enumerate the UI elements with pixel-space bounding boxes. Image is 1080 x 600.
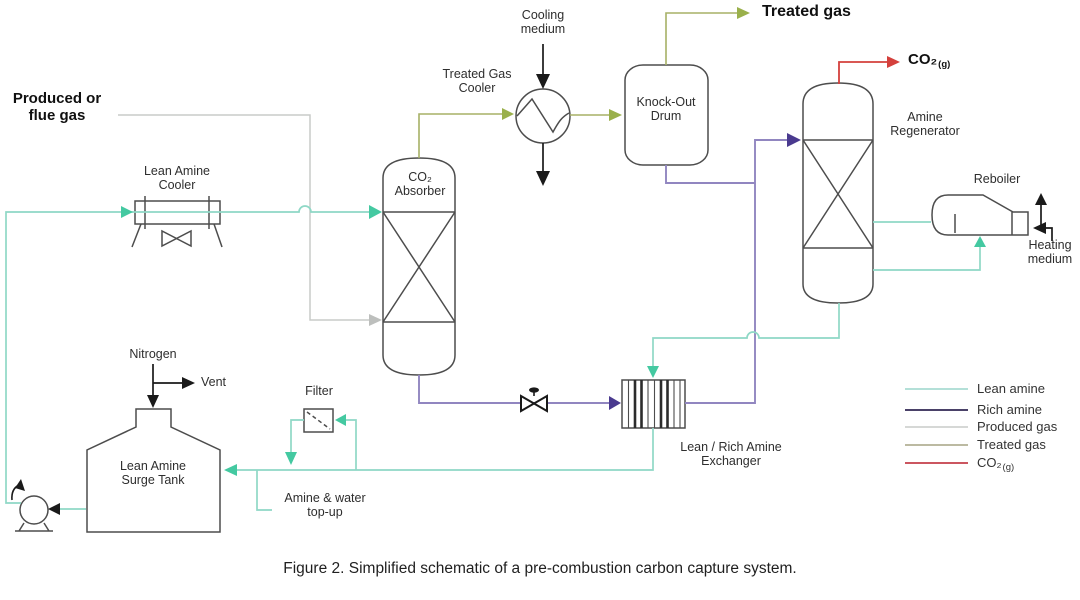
nitrogen-label: Nitrogen xyxy=(129,347,177,361)
nitrogen-arrow xyxy=(147,395,159,408)
top-up-stub-line xyxy=(256,470,272,511)
rich-amine-arrow-into-exchanger xyxy=(609,396,621,410)
co2-product-arrow xyxy=(887,56,900,68)
lean-rich-exchanger-symbol xyxy=(621,379,686,429)
legend-label-co2: CO₂(g) xyxy=(977,455,1015,473)
heating-medium-in-line xyxy=(1046,227,1053,241)
filter-inlet-line xyxy=(346,419,357,470)
lean-amine-arrow-into-absorber xyxy=(369,205,382,219)
heating-medium-out-arrow xyxy=(1035,193,1047,205)
heating-medium-in-arrow xyxy=(1033,222,1046,234)
legend-label-lean-amine: Lean amine xyxy=(977,381,1045,396)
filter-inlet-arrow xyxy=(335,414,346,426)
filter-symbol xyxy=(303,408,334,433)
vent-arrow xyxy=(182,377,195,389)
produced-gas-arrow-into-absorber xyxy=(369,314,382,326)
treated-gas-outlet-arrow xyxy=(737,7,750,19)
lean-amine-arrow-into-tank xyxy=(224,464,237,476)
pump-flow-arrow xyxy=(15,479,25,491)
vent-label: Vent xyxy=(201,375,227,389)
produced-gas-line xyxy=(118,114,369,321)
lean-amine-arrow-into-cooler xyxy=(121,206,133,218)
amine-regenerator-symbol xyxy=(802,82,874,304)
rich-amine-exchanger-to-regenerator xyxy=(685,139,787,404)
legend-label-treated-gas: Treated gas xyxy=(977,437,1046,452)
drum-overhead-line xyxy=(665,12,737,65)
treated-gas-arrow-into-drum xyxy=(609,109,622,121)
treated-gas-arrow-into-cooler xyxy=(502,108,514,120)
reboiler-symbol xyxy=(931,194,1029,236)
filter-outlet-line xyxy=(290,419,304,452)
cooling-medium-out-arrow xyxy=(536,171,550,186)
co2-gas-label: CO₂(g) xyxy=(908,51,951,70)
rich-amine-absorber-to-exchanger xyxy=(418,375,609,404)
pump-inlet-arrow xyxy=(48,503,60,515)
regenerator-bottoms-line xyxy=(652,303,840,366)
lean-amine-supply-line xyxy=(5,205,369,504)
co2-absorber-symbol xyxy=(382,157,456,376)
reboiler-return-line xyxy=(873,247,981,271)
surge-tank-symbol xyxy=(86,408,221,533)
pump-symbol xyxy=(15,495,53,532)
filter-outlet-arrow xyxy=(285,452,297,465)
legend-label-rich-amine: Rich amine xyxy=(977,402,1043,417)
rich-amine-arrow-into-regenerator xyxy=(787,133,801,147)
lean-amine-arrow-into-exchanger xyxy=(647,366,659,378)
legend-swatches xyxy=(905,388,968,464)
valve-symbol xyxy=(520,387,548,413)
drum-drain-line xyxy=(665,165,755,184)
figure-caption: Figure 2. Simplified schematic of a pre-… xyxy=(283,560,797,577)
treated-gas-cooler-symbol xyxy=(515,88,571,144)
reboiler-label: Reboiler xyxy=(973,172,1021,186)
reboiler-return-arrow xyxy=(974,236,986,247)
lean-amine-cooler-symbol xyxy=(131,196,223,248)
cooling-medium-in-arrow xyxy=(536,74,550,89)
absorber-overhead-line xyxy=(418,113,502,158)
exchanger-to-tank-line xyxy=(237,428,654,471)
filter-label: Filter xyxy=(305,384,333,398)
co2-product-line xyxy=(838,61,887,84)
legend-label-produced-gas: Produced gas xyxy=(977,419,1058,434)
treated-gas-label: Treated gas xyxy=(762,3,851,20)
